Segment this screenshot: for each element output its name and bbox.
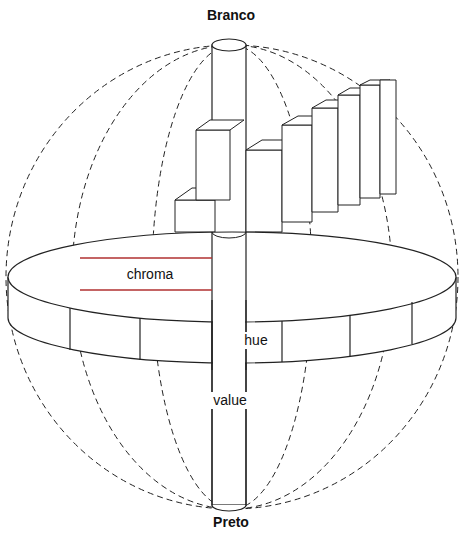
axis-end-label: Preto [210, 514, 252, 531]
label-holder: Branco [204, 6, 258, 24]
label-holder: value [210, 391, 249, 409]
dimension-label: value [210, 392, 249, 409]
axis-end-label: Branco [204, 7, 258, 24]
dimension-label: hue [241, 332, 270, 349]
label-holder: chroma [124, 265, 177, 283]
label-holder: Preto [210, 513, 252, 531]
label-holder: hue [241, 331, 270, 349]
dimension-label: chroma [124, 266, 177, 283]
